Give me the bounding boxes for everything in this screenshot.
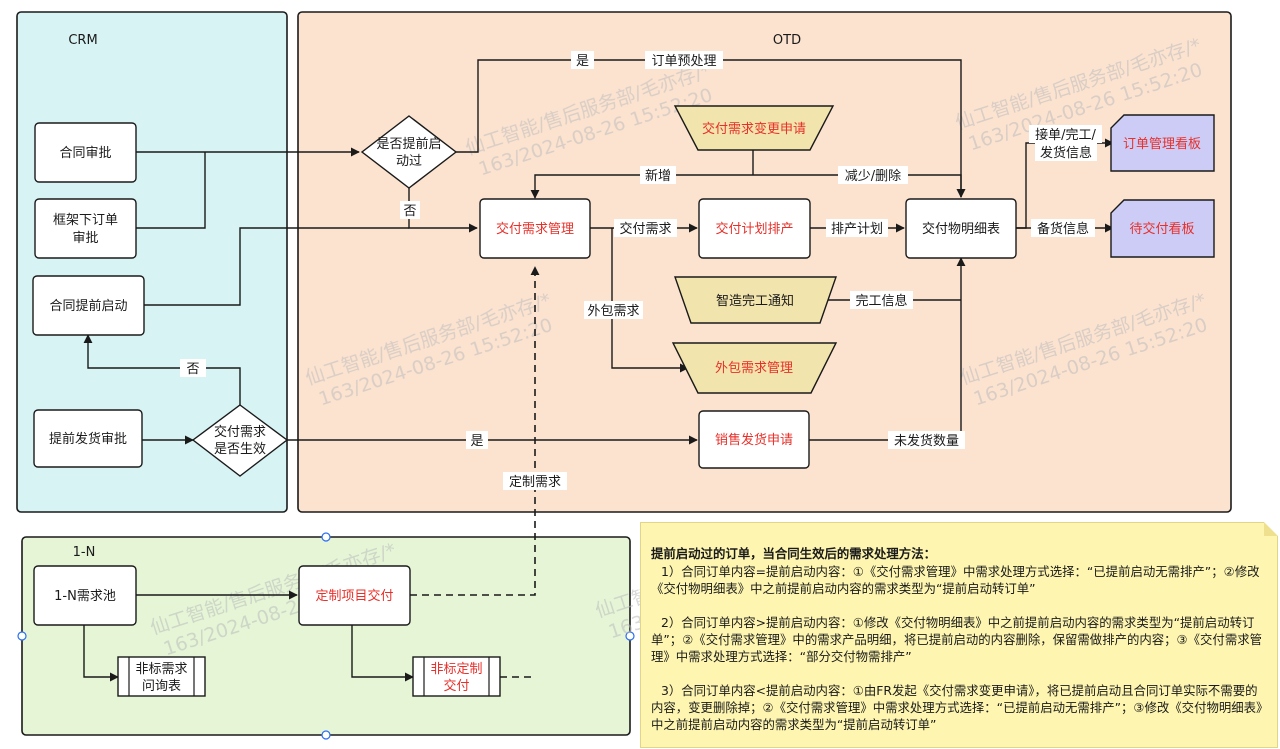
edge-label-outsource-demand: 外包需求 xyxy=(587,304,639,319)
edge-label-schedule-plan: 排产计划 xyxy=(831,222,883,237)
edge-effective-no xyxy=(83,334,241,405)
outsource-demand-mgmt-label: 外包需求管理 xyxy=(715,361,793,376)
selection-handles[interactable] xyxy=(17,532,635,740)
note-title: 提前启动过的订单，当合同生效后的需求处理方法： xyxy=(651,546,936,561)
edge-custom-to-nonstd xyxy=(351,625,414,682)
note-paragraph-2: 2）合同订单内容>提前启动内容：①修改《交付物明细表》中之前提前启动内容的需求类… xyxy=(651,615,1262,664)
contract-early-start-box[interactable] xyxy=(32,275,145,336)
nonstd-inquiry-table[interactable] xyxy=(117,656,206,697)
order-mgmt-board-shape[interactable] xyxy=(1110,114,1215,172)
edge-change-add xyxy=(530,174,753,199)
edge-pool-to-inquiry xyxy=(83,625,119,682)
edge-label-stock-info: 备货信息 xyxy=(1037,221,1089,237)
delivery-demand-mgmt-label: 交付需求管理 xyxy=(496,221,574,237)
otd-lane-title: OTD xyxy=(773,33,801,48)
early-delivery-approval-box[interactable] xyxy=(33,409,143,468)
edge-label-yes-top: 是 xyxy=(576,54,589,69)
delivery-detail-table-box[interactable] xyxy=(905,198,1017,259)
nonstd-custom-delivery-table[interactable] xyxy=(412,656,501,697)
outsource-demand-mgmt-shape[interactable] xyxy=(671,342,838,394)
edge-label-receipt-1: 接单/完工/ xyxy=(1035,127,1096,143)
custom-project-delivery-label: 定制项目交付 xyxy=(315,588,393,604)
edge-label-completion-info: 完工信息 xyxy=(855,293,907,309)
demand-change-request-shape[interactable] xyxy=(673,105,835,151)
nonstd-custom-label-1: 非标定制 xyxy=(430,662,482,677)
early-started-label-2: 动过 xyxy=(396,154,422,169)
edge-label-no-effective: 否 xyxy=(186,362,199,377)
edge-label-unshipped-qty: 未发货数量 xyxy=(894,433,959,449)
otd-lane xyxy=(297,11,1232,513)
edge-yes-order-preprocess xyxy=(456,59,966,198)
delivery-plan-schedule-label: 交付计划排产 xyxy=(715,221,793,237)
edge-label-yes-effective: 是 xyxy=(470,434,483,449)
edge-label-order-preprocess: 订单预处理 xyxy=(651,54,716,69)
edge-label-receipt-2: 发货信息 xyxy=(1040,145,1092,161)
edge-custom-demand-dashed xyxy=(410,266,540,596)
crm-lane-title: CRM xyxy=(68,33,97,48)
demand-change-request-label: 交付需求变更申请 xyxy=(702,121,806,137)
early-started-label-1: 是否提前启 xyxy=(376,136,441,152)
demand-pool-label: 1-N需求池 xyxy=(54,589,116,604)
delivery-plan-schedule-box[interactable] xyxy=(698,198,811,259)
custom-project-delivery-box[interactable] xyxy=(298,565,411,626)
edge-framework-to-merge xyxy=(136,152,206,229)
note-paragraph-1: 1）合同订单内容=提前启动内容：①《交付需求管理》中需求处理方式选择：“已提前启… xyxy=(651,564,1260,596)
early-started-decision[interactable] xyxy=(360,115,458,189)
contract-approval-box[interactable] xyxy=(34,122,137,183)
onen-lane-title: 1-N xyxy=(73,545,96,560)
pending-delivery-board-shape[interactable] xyxy=(1110,199,1215,258)
edge-early-start-to-demand-mgmt xyxy=(144,227,409,306)
edge-label-no-early: 否 xyxy=(403,204,416,219)
demand-effective-label-2: 是否生效 xyxy=(214,442,266,457)
edge-label-reduce-delete: 减少/删除 xyxy=(845,169,901,184)
nonstd-inquiry-label-2: 问询表 xyxy=(142,679,181,694)
note-fold-corner xyxy=(1264,522,1278,536)
demand-effective-label-1: 交付需求 xyxy=(214,424,266,440)
edge-change-reduce xyxy=(753,174,966,198)
mfg-completion-notice-label: 智造完工通知 xyxy=(716,293,794,309)
framework-order-label-2: 审批 xyxy=(72,231,98,246)
contract-early-start-label: 合同提前启动 xyxy=(49,298,127,314)
delivery-detail-table-label: 交付物明细表 xyxy=(922,221,1000,237)
demand-effective-decision[interactable] xyxy=(191,404,289,477)
nonstd-inquiry-label-1: 非标需求 xyxy=(135,662,187,677)
sales-shipment-request-box[interactable] xyxy=(698,410,810,469)
edge-labels: 是 订单预处理 否 新增 减少/删除 交付需求 排产计划 外包需求 完工信息 接… xyxy=(186,54,1096,490)
edge-label-delivery-demand: 交付需求 xyxy=(619,221,671,237)
early-delivery-approval-label: 提前发货审批 xyxy=(49,431,127,447)
edge-label-add-new: 新增 xyxy=(645,168,671,184)
framework-order-box[interactable] xyxy=(34,198,137,259)
mfg-completion-notice-shape[interactable] xyxy=(674,276,837,324)
edge-label-custom-demand: 定制需求 xyxy=(509,475,561,490)
pending-delivery-board-label: 待交付看板 xyxy=(1129,221,1194,237)
nonstd-custom-label-2: 交付 xyxy=(443,678,469,694)
order-mgmt-board-label: 订单管理看板 xyxy=(1123,136,1201,152)
contract-approval-label: 合同审批 xyxy=(59,146,111,161)
sales-shipment-request-label: 销售发货申请 xyxy=(715,432,793,448)
note-paragraph-3: 3）合同订单内容<提前启动内容：①由FR发起《交付需求变更申请》，将已提前启动且… xyxy=(651,683,1263,732)
edge-label-chips xyxy=(180,51,1102,490)
process-note: 提前启动过的订单，当合同生效后的需求处理方法： 1）合同订单内容=提前启动内容：… xyxy=(640,522,1278,748)
demand-pool-box[interactable] xyxy=(33,565,137,626)
framework-order-label-1: 框架下订单 xyxy=(53,213,118,228)
delivery-demand-mgmt-box[interactable] xyxy=(479,198,591,259)
edge-outsource xyxy=(611,228,689,373)
